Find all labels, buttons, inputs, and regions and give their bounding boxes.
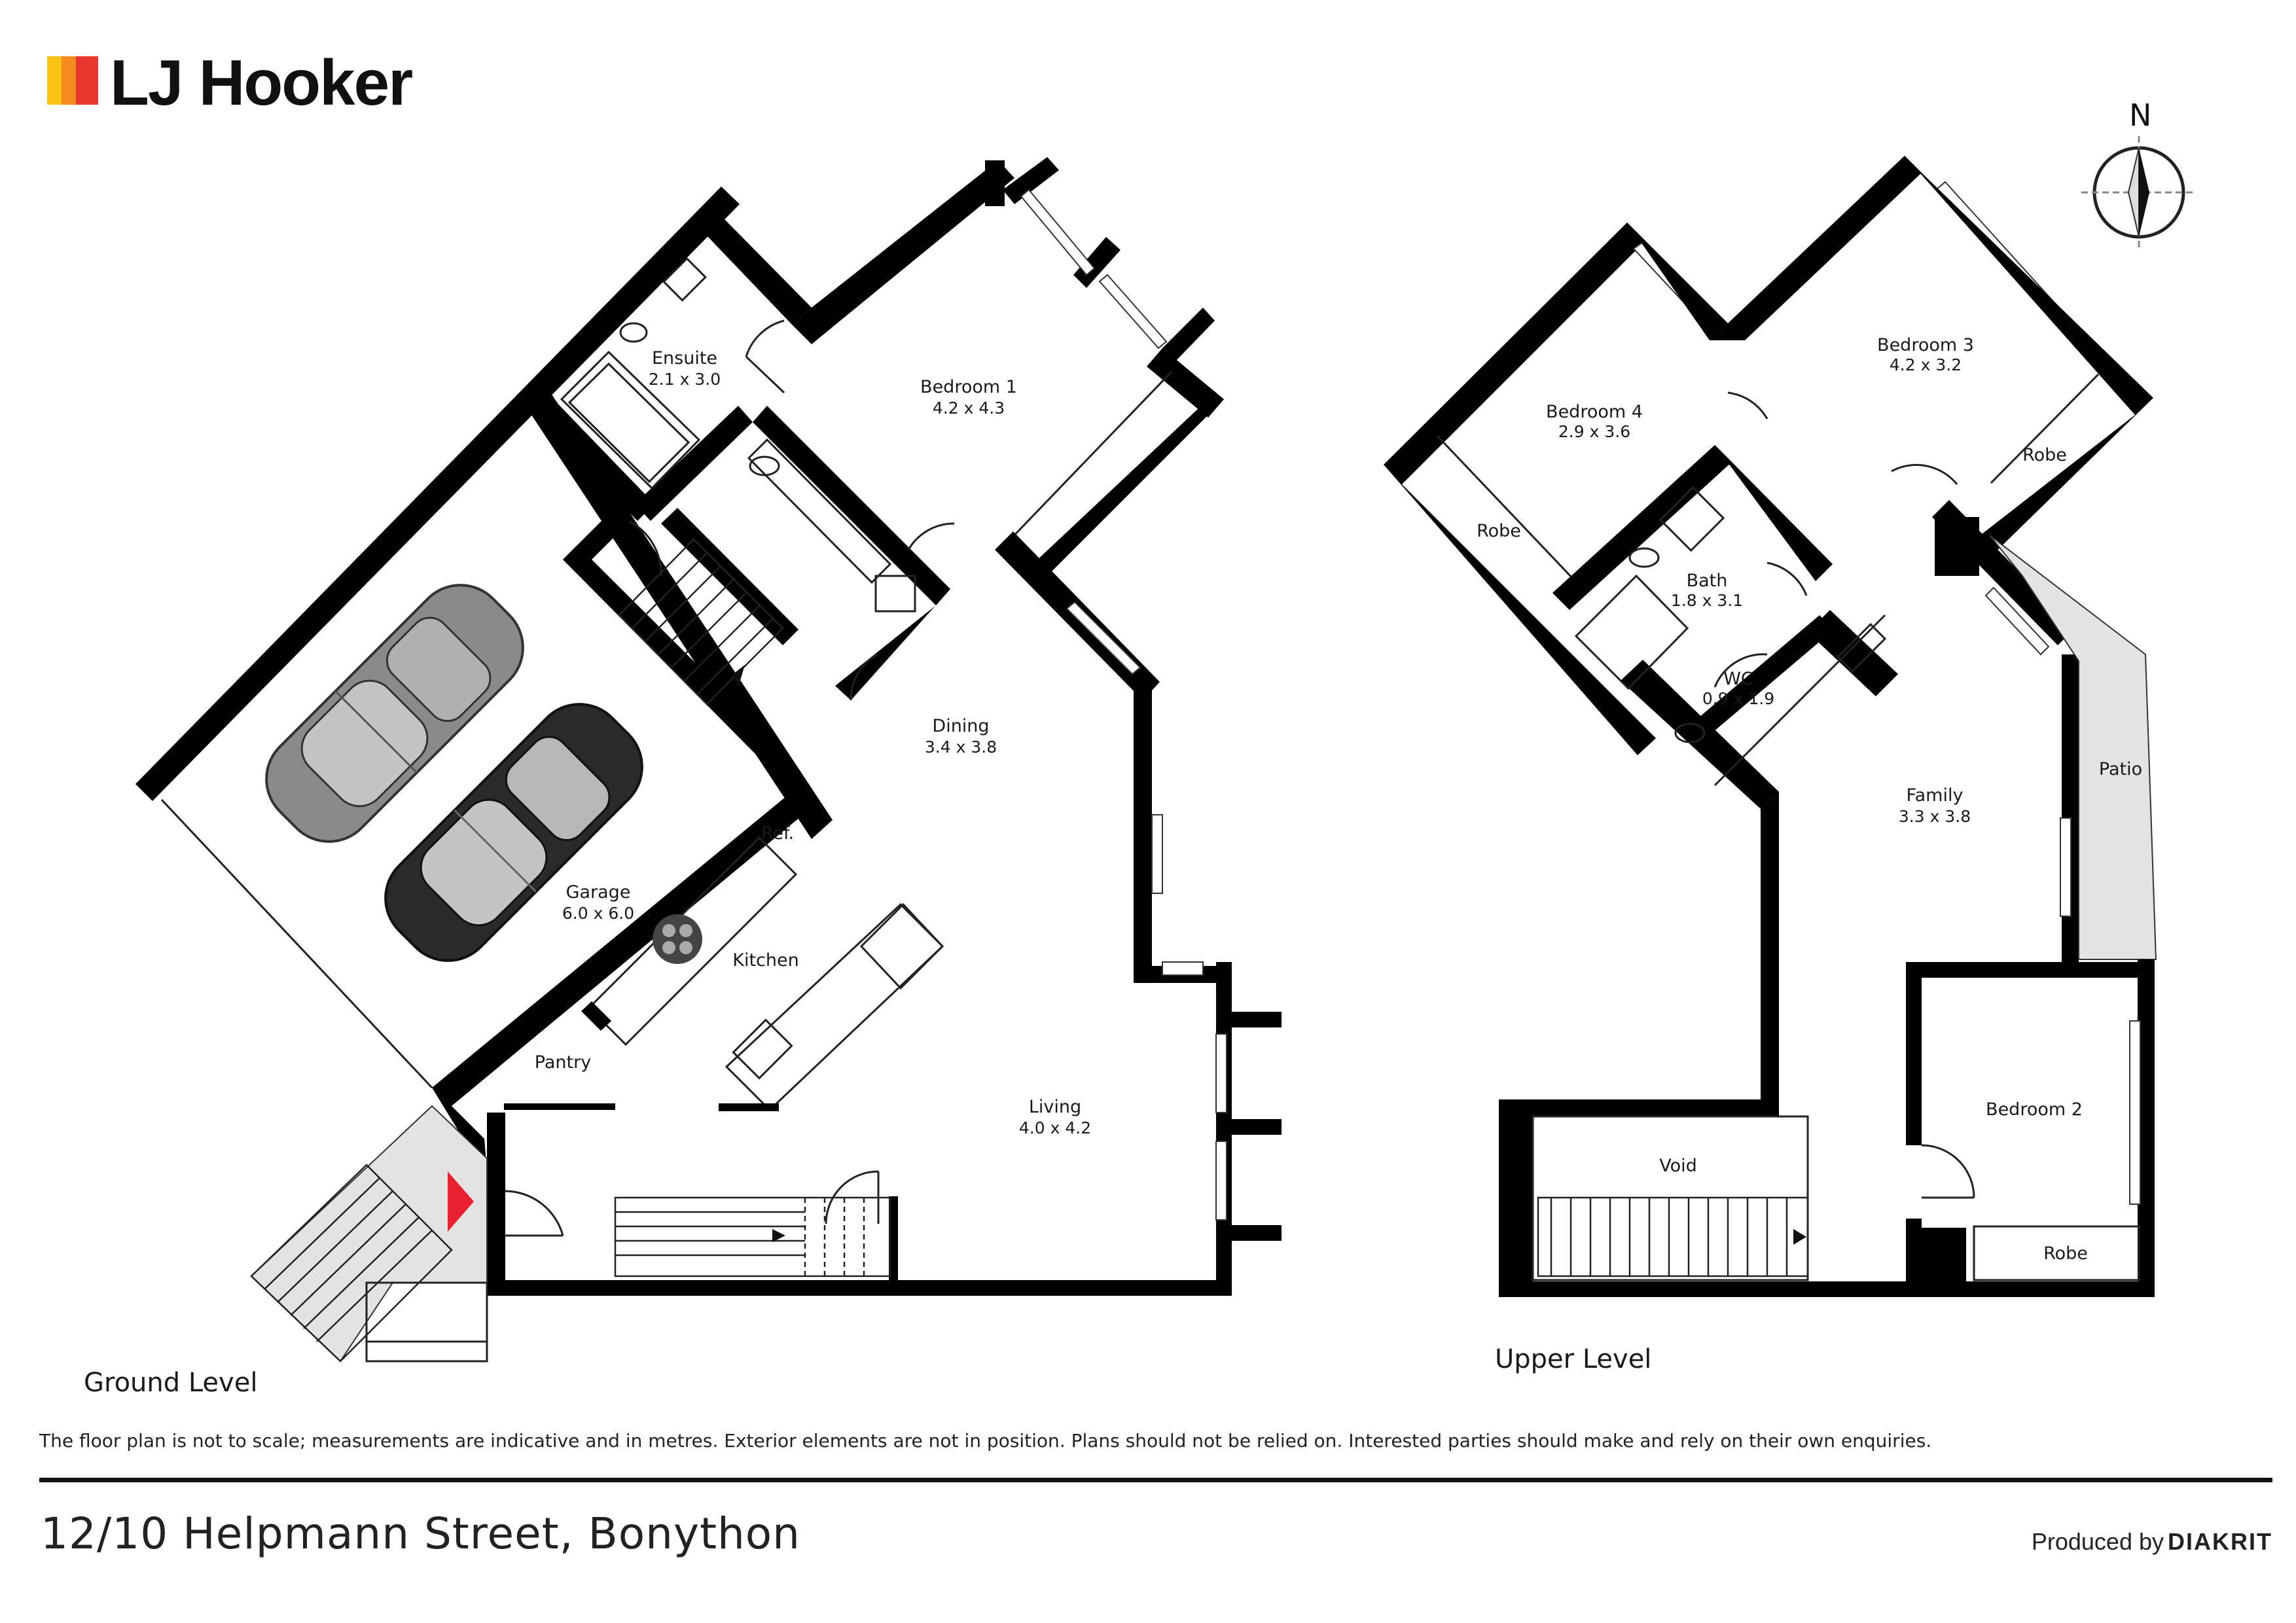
room-label-bedroom2: Bedroom 2: [1986, 1099, 2083, 1120]
entry-arrow-icon: [448, 1171, 474, 1232]
walk-in-walls: [661, 406, 955, 701]
room-label-ensuite: Ensuite: [652, 348, 717, 368]
room-dims-bedroom3: 4.2 x 3.2: [1890, 355, 1962, 374]
room-label-dining: Dining: [932, 716, 989, 736]
room-label-family: Family: [1907, 785, 1964, 806]
room-dims-family: 3.3 x 3.8: [1899, 807, 1971, 826]
room-label-robe2: Robe: [2043, 1243, 2088, 1264]
kitchen-fixtures: [504, 836, 944, 1112]
room-dims-living: 4.0 x 4.2: [1019, 1118, 1091, 1137]
logo-bar-yellow: [47, 56, 62, 105]
room-label-garage: Garage: [566, 882, 631, 902]
compass-label: N: [2129, 98, 2151, 133]
disclaimer: The floor plan is not to scale; measurem…: [39, 1430, 1932, 1452]
room-dims-garage: 6.0 x 6.0: [562, 904, 634, 923]
room-label-pantry: Pantry: [535, 1052, 591, 1073]
logo-bar-orange: [62, 56, 76, 105]
level-label-upper: Upper Level: [1495, 1344, 1651, 1374]
car-black-icon: [384, 703, 643, 962]
room-label-bedroom4: Bedroom 4: [1546, 402, 1643, 422]
room-label-kitchen: Kitchen: [732, 950, 798, 971]
ground-level-plan: [135, 157, 1282, 1363]
room-dims-bedroom1: 4.2 x 4.3: [933, 399, 1005, 418]
room-label-robe3: Robe: [2022, 445, 2067, 465]
room-label-bath: Bath: [1687, 571, 1728, 591]
room-label-ref: Ref.: [761, 823, 794, 844]
room-labels: Ensuite 2.1 x 3.0 Bedroom 1 4.2 x 4.3 Di…: [84, 335, 2142, 1398]
room-label-bedroom1: Bedroom 1: [920, 377, 1017, 397]
room-dims-dining: 3.4 x 3.8: [925, 738, 997, 757]
divider: [39, 1478, 2272, 1482]
producer-prefix: Produced by: [2031, 1528, 2164, 1555]
logo-bar-red: [76, 56, 98, 105]
room-dims-bath: 1.8 x 3.1: [1671, 591, 1743, 610]
room-label-wc: WC: [1723, 669, 1753, 689]
level-label-ground: Ground Level: [84, 1368, 257, 1398]
room-label-patio: Patio: [2099, 759, 2142, 779]
ground-outer-walls: [487, 682, 1282, 1296]
room-label-void: Void: [1659, 1156, 1697, 1176]
ensuite-fixtures: [530, 257, 785, 521]
room-label-bedroom3: Bedroom 3: [1877, 335, 1974, 355]
room-label-living: Living: [1029, 1097, 1081, 1117]
brand-name: LJ Hooker: [110, 46, 412, 118]
garage-stair: [563, 507, 784, 759]
upper-level-plan: [1384, 156, 2157, 1297]
room-dims-bedroom4: 2.9 x 3.6: [1558, 422, 1630, 441]
ground-stair: [614, 1196, 891, 1277]
room-dims-wc: 0.9 x 1.9: [1702, 689, 1774, 708]
bedroom1-walls: [704, 157, 1224, 700]
compass-icon: N: [2081, 98, 2197, 251]
car-grey-icon: [265, 584, 524, 843]
entry-area: [250, 1105, 488, 1363]
room-label-robe4: Robe: [1477, 521, 1521, 541]
producer-name: DIAKRIT: [2168, 1528, 2272, 1555]
property-address: 12/10 Helpmann Street, Bonython: [41, 1508, 800, 1559]
lj-hooker-logo: LJ Hooker: [47, 46, 414, 118]
room-dims-ensuite: 2.1 x 3.0: [649, 370, 721, 389]
